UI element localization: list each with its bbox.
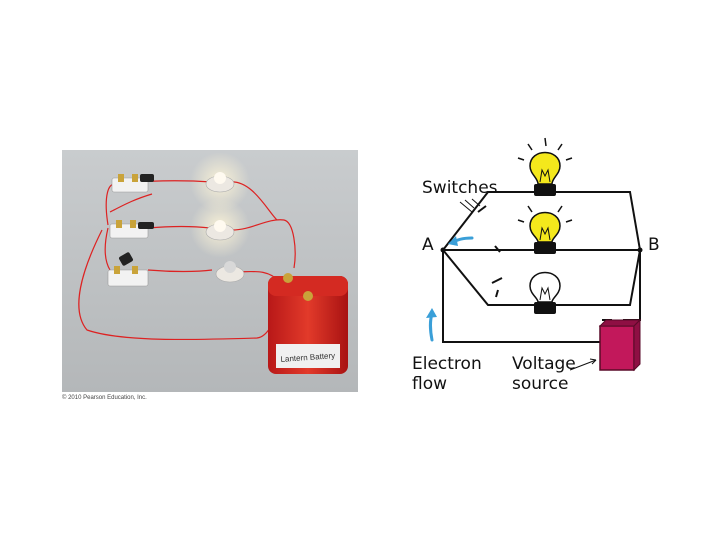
node-a-dot xyxy=(440,247,446,253)
node-b-label: B xyxy=(648,235,660,255)
photo-bulb-3 xyxy=(215,261,245,283)
photo-bulb-2 xyxy=(205,220,235,241)
bulb-top-lit xyxy=(517,137,573,196)
bulb-bottom-off xyxy=(529,271,561,314)
electron-arrowhead-left xyxy=(426,308,437,318)
voltage-source-battery xyxy=(598,318,642,372)
voltage-source-line2: source xyxy=(512,374,569,394)
photo-switch-3 xyxy=(107,252,149,287)
photo-switch-1 xyxy=(111,174,154,193)
switch-ticks xyxy=(477,205,503,298)
circuit-photo: Lantern Battery xyxy=(62,150,358,392)
photo-battery: Lantern Battery xyxy=(268,273,348,374)
electron-flow-line1: Electron xyxy=(412,354,482,374)
copyright-credit: © 2010 Pearson Education, Inc. xyxy=(62,395,147,401)
photo-switch-2 xyxy=(109,220,154,239)
node-b-dot xyxy=(637,247,643,253)
voltage-source-label: Voltage source xyxy=(512,354,576,394)
battery-label: Lantern Battery xyxy=(280,351,335,364)
node-a-label: A xyxy=(422,235,434,255)
electron-flow-arrows xyxy=(429,236,474,342)
electron-flow-line2: flow xyxy=(412,374,448,394)
switches-label: Switches xyxy=(422,178,498,198)
circuit-schematic: Switches A B Electron flow Voltage sourc… xyxy=(400,130,700,410)
electron-arrowhead-top xyxy=(448,236,458,246)
electron-flow-label: Electron flow xyxy=(412,354,482,394)
switches-pointer-lines xyxy=(459,198,481,213)
bulb-middle-lit xyxy=(517,205,573,254)
voltage-source-line1: Voltage xyxy=(512,354,576,374)
voltage-pointer-arrow xyxy=(569,359,597,371)
photo-bulb-1 xyxy=(205,172,235,193)
